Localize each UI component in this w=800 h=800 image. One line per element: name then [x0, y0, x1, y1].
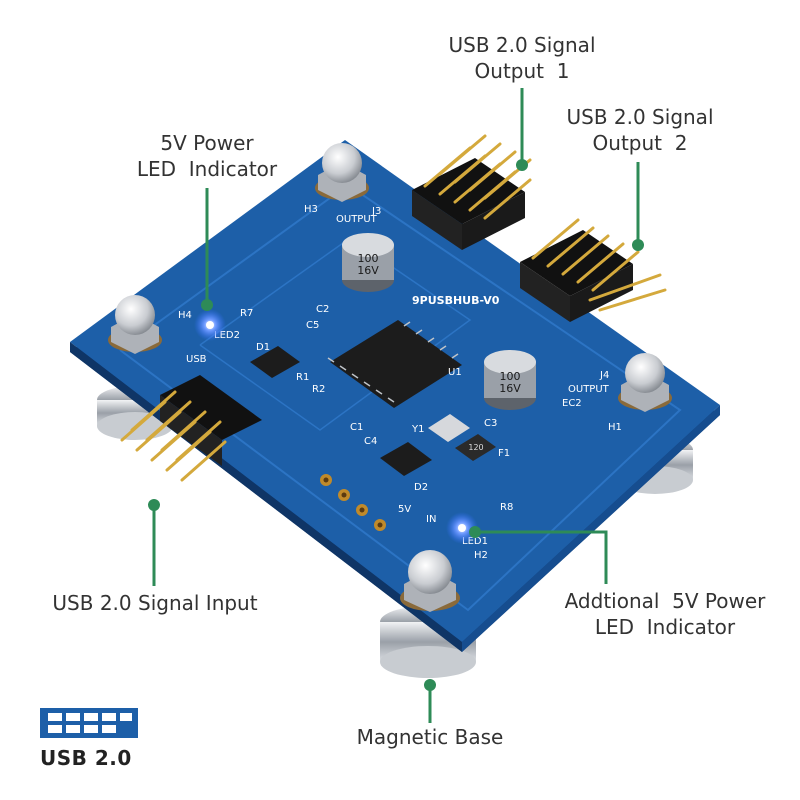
- usb-port-icon: [40, 708, 138, 738]
- label-power-led: 5V Power LED Indicator: [136, 131, 278, 181]
- output-header-1: [412, 134, 532, 250]
- label-output-2: USB 2.0 Signal Output 2: [566, 105, 714, 155]
- leader-additional-led: [475, 530, 608, 584]
- silk-d1: D1: [256, 342, 270, 353]
- leader-dot-additional-led: [469, 526, 481, 538]
- silk-j3: J3: [371, 206, 381, 217]
- silk-u1: U1: [448, 367, 462, 378]
- label-output-1: USB 2.0 Signal Output 1: [448, 33, 596, 83]
- silk-output-2: OUTPUT: [568, 384, 610, 395]
- silk-r1: R1: [296, 372, 309, 383]
- leader-dot-output-1: [516, 159, 528, 171]
- fuse-f1: 120: [455, 434, 496, 461]
- silk-h3: H3: [304, 204, 318, 215]
- power-pads: [320, 474, 386, 531]
- power-led-indicator: [194, 309, 226, 341]
- usb-2-logo-badge: USB 2.0: [40, 708, 138, 770]
- output-header-2: [520, 218, 667, 322]
- silk-model: 9PUSBHUB-V0: [412, 294, 500, 307]
- label-input: USB 2.0 Signal Input: [52, 591, 258, 615]
- silk-in: IN: [426, 514, 436, 525]
- label-magnetic-base: Magnetic Base: [356, 725, 504, 749]
- label-additional-led: Addtional 5V Power LED Indicator: [564, 589, 766, 639]
- silk-c2: C2: [316, 304, 329, 315]
- silk-h1: H1: [608, 422, 622, 433]
- input-header: [120, 375, 262, 482]
- standoff-nut-h3: [315, 143, 369, 202]
- silk-c3: C3: [484, 418, 497, 429]
- silk-5v: 5V: [398, 504, 411, 515]
- standoff-nut-h2: [400, 550, 460, 612]
- silk-c1: C1: [350, 422, 363, 433]
- silk-j4: J4: [599, 370, 609, 381]
- diode-d1: [250, 346, 300, 378]
- silk-f1: F1: [498, 448, 510, 459]
- diode-d2: [380, 442, 432, 476]
- crystal-y1: [428, 414, 470, 442]
- fuse-label: 120: [468, 443, 483, 452]
- hub-ic-u1: [327, 320, 462, 408]
- silk-c5: C5: [306, 320, 319, 331]
- silk-c4: C4: [364, 436, 377, 447]
- leader-dot-output-2: [632, 239, 644, 251]
- silk-h2: H2: [474, 550, 488, 561]
- additional-power-led-indicator: [446, 512, 478, 544]
- silk-led2: LED2: [214, 330, 240, 341]
- leader-dot-power-led: [201, 299, 213, 311]
- silk-h4: H4: [178, 310, 192, 321]
- silk-y1: Y1: [411, 424, 424, 435]
- silk-r7: R7: [240, 308, 253, 319]
- silk-r8: R8: [500, 502, 513, 513]
- silk-d2: D2: [414, 482, 428, 493]
- silk-r2: R2: [312, 384, 325, 395]
- leader-dot-input: [148, 499, 160, 511]
- silk-ec2: EC2: [562, 398, 582, 409]
- leader-dot-magnetic-base: [424, 679, 436, 691]
- silk-usb: USB: [186, 354, 207, 365]
- standoff-nut-h4: [108, 295, 162, 354]
- silk-led1: LED1: [462, 536, 488, 547]
- silk-output-1: OUTPUT: [336, 214, 378, 225]
- standoff-nut-h1: [618, 353, 672, 412]
- usb-2-badge-text: USB 2.0: [40, 746, 132, 770]
